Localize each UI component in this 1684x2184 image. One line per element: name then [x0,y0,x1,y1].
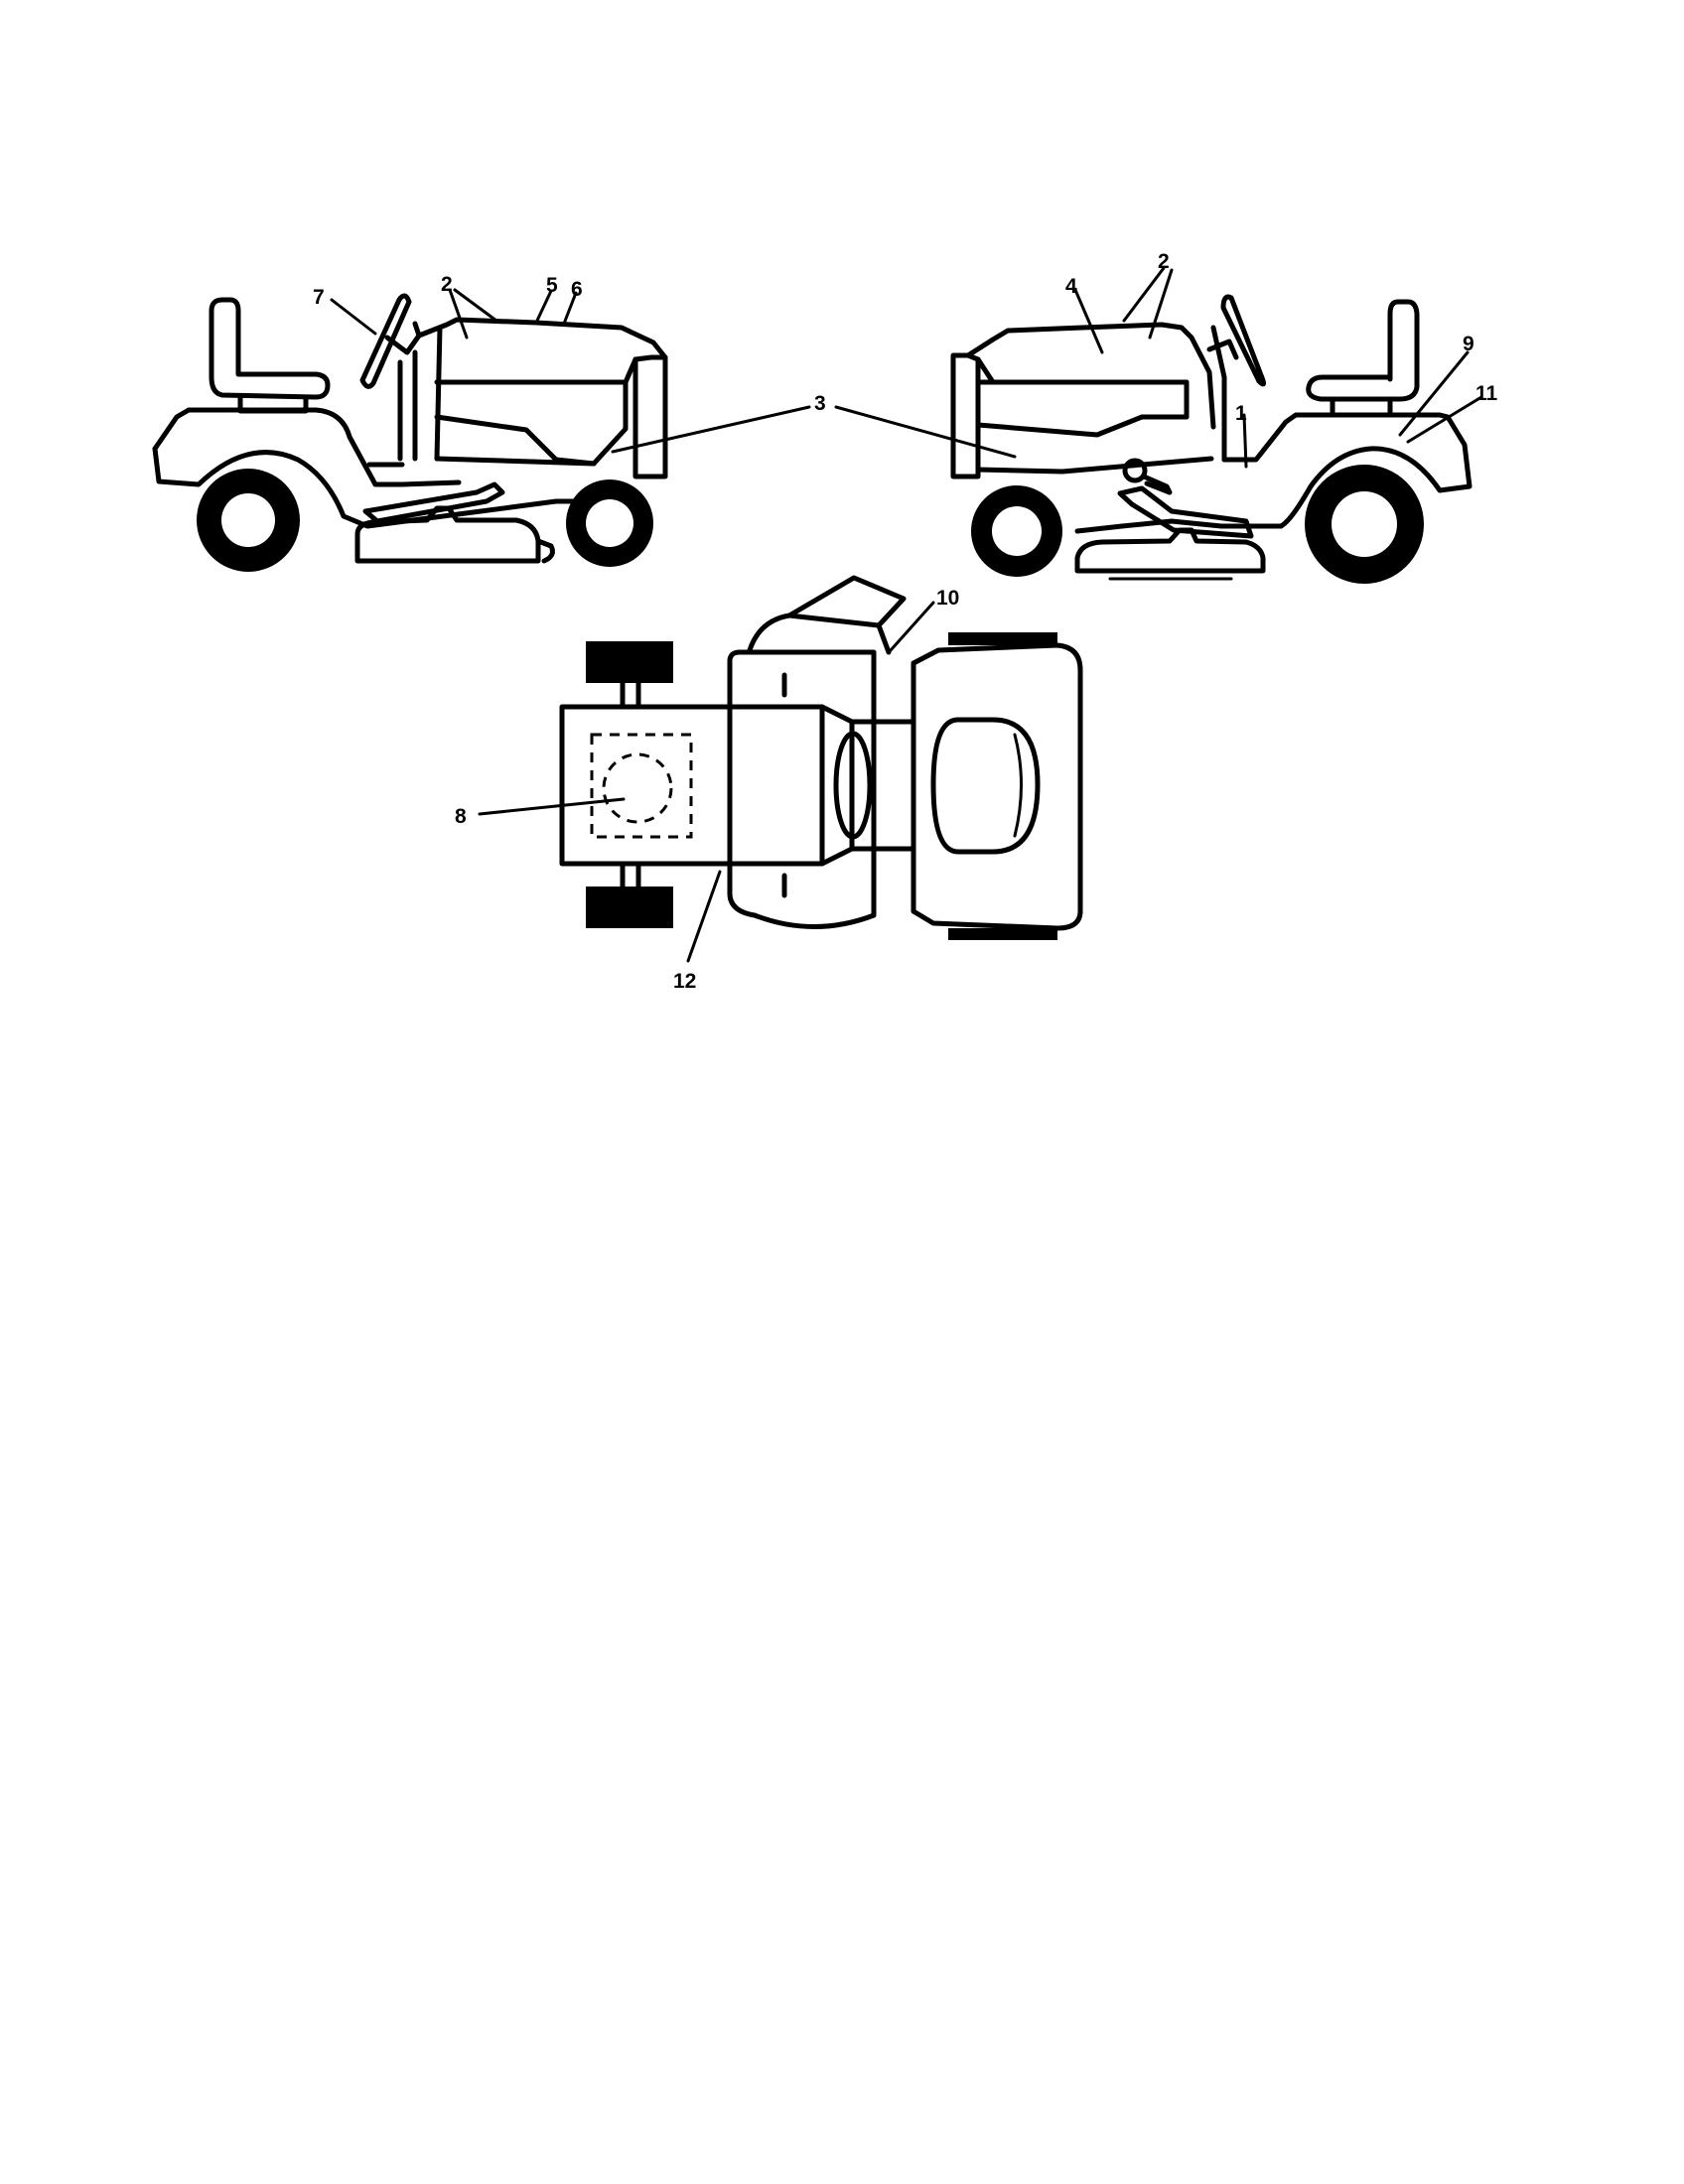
callout-labels: 7 2 5 6 3 4 2 1 9 11 10 8 12 [313,250,1498,993]
seat [209,297,331,400]
deck-lift-arm [362,481,505,524]
callout-2-left: 2 [441,273,453,296]
rear-body [559,704,825,867]
grille-top [930,717,1041,855]
callout-4: 4 [1065,275,1077,298]
rear-wheel-top [586,641,673,683]
steering-column [384,321,422,355]
seat [1306,299,1420,402]
callout-2-right: 2 [1158,250,1170,273]
tractor-right-side-view [950,294,1473,584]
rear-fender [152,407,462,487]
rear-wheel-bottom [586,887,673,928]
lift-lever-knob [1122,458,1148,483]
lower-chassis [152,446,584,529]
hood-neck [819,704,855,867]
deck-lift-arm [1117,485,1254,539]
front-tire-top [948,632,1057,645]
mower-deck-top [727,649,877,929]
steering-wheel [359,293,412,389]
callout-8: 8 [455,805,467,828]
callout-12: 12 [673,970,696,993]
callout-10: 10 [936,587,959,610]
hood [965,322,1216,430]
callout-6: 6 [571,278,583,301]
tractor-left-side-view [152,293,668,572]
front-hood [911,642,1083,931]
steering-wheel-top [833,731,873,840]
steering-wheel [1220,294,1267,387]
seat-outline [590,733,693,839]
lower-chassis [1074,518,1284,534]
hood [416,317,668,360]
front-tire-bottom [948,928,1057,940]
callout-9: 9 [1463,333,1474,355]
discharge-chute [747,575,907,655]
mower-deck [1074,527,1266,574]
rear-fender [1221,412,1473,529]
tractor-top-view [559,575,1083,940]
callout-1: 1 [1235,402,1247,425]
mower-deck [354,505,541,564]
grille [950,352,981,479]
leader-lines [330,266,1483,963]
callout-7: 7 [313,286,325,309]
callout-11: 11 [1475,382,1498,405]
callout-3: 3 [814,392,826,415]
grille [632,354,668,479]
callout-5: 5 [546,274,558,297]
